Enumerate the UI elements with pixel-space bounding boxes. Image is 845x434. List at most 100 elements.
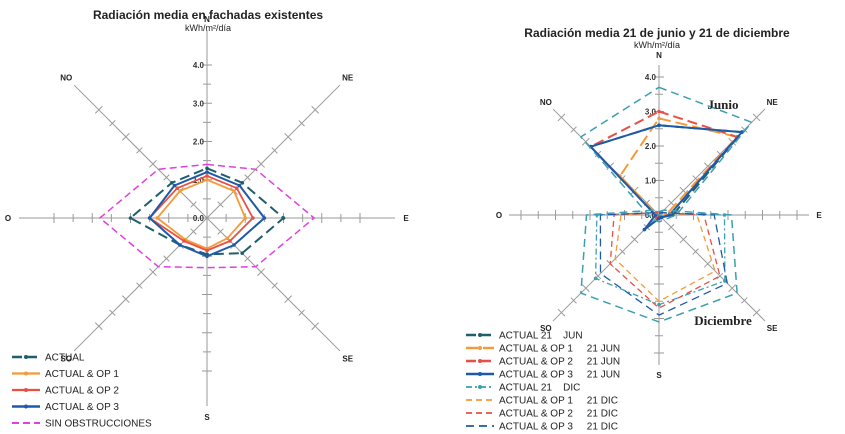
legend-label-sin-obstrucciones: SIN OBSTRUCCIONES xyxy=(45,419,152,430)
axis-tick-se xyxy=(703,259,712,268)
axis-tick-so xyxy=(630,235,639,244)
legend-label-actual-and-op-3-21-dic: ACTUAL & OP 3 21 DIC xyxy=(499,422,618,433)
data-point-actual-and-op-1 xyxy=(243,216,248,220)
legend-marker-actual-and-op-1 xyxy=(24,371,28,376)
axis-tick-no xyxy=(570,126,577,133)
legend-label-actual-and-op-3-21-jun: ACTUAL & OP 3 21 JUN xyxy=(499,370,620,381)
direction-label-s: S xyxy=(204,413,210,422)
axis-tick-no xyxy=(94,105,103,114)
legend-marker-actual-and-op-2 xyxy=(24,388,28,392)
axis-tick-so xyxy=(557,308,566,317)
series-line-actual-and-op-2-21-dic xyxy=(609,211,721,309)
data-point-actual-21-dic xyxy=(657,302,661,307)
direction-label-so: SO xyxy=(540,324,552,333)
data-point-actual-and-op-3 xyxy=(172,183,177,188)
axis-tick-ne xyxy=(752,113,761,122)
data-point-actual-and-op-3 xyxy=(147,216,152,220)
data-point-actual-and-op-3 xyxy=(237,183,242,188)
data-point-actual-21-dic xyxy=(593,276,598,281)
axis-tick-se xyxy=(741,297,748,304)
axis-tick-ne xyxy=(311,105,320,114)
radial-tick-label: 2.0 xyxy=(645,142,657,151)
direction-label-ne: NE xyxy=(342,73,354,82)
chart-right-title: Radiación media 21 de junio y 21 de dici… xyxy=(524,26,790,40)
data-point-actual-and-op-3 xyxy=(232,243,236,247)
data-point-actual-and-op-3-21-jun xyxy=(740,130,744,134)
axis-tick-so xyxy=(619,248,626,255)
data-point-actual-and-op-2 xyxy=(235,186,239,190)
axis-no xyxy=(73,84,208,219)
legend-label-actual-21-jun: ACTUAL 21 JUN xyxy=(499,331,583,342)
series-line-actual-and-op-3-21-dic xyxy=(599,211,728,316)
data-point-actual-and-op-2 xyxy=(182,239,186,243)
direction-label-no: NO xyxy=(60,73,72,82)
data-point-actual xyxy=(240,181,244,185)
axis-tick-se xyxy=(752,308,761,317)
radial-tick-label: 0.0 xyxy=(193,214,205,223)
series-line-outline-8 xyxy=(580,86,753,223)
axis-tick-ne xyxy=(217,201,224,208)
radial-tick-label: 3.0 xyxy=(193,99,205,108)
axis-tick-so xyxy=(190,228,197,235)
chart-left-subtitle: kWh/m²/día xyxy=(185,23,231,33)
direction-label-no: NO xyxy=(540,98,552,107)
axis-tick-ne xyxy=(668,199,675,206)
series-line-actual-and-op-1-21-dic xyxy=(614,211,716,302)
axis-tick-so xyxy=(149,268,157,276)
radial-tick-label: 0.0 xyxy=(645,211,657,220)
axis-tick-se xyxy=(668,224,675,231)
legend-marker-actual xyxy=(24,355,28,359)
chart-right: Radiación media 21 de junio y 21 de dici… xyxy=(466,26,822,433)
chart-right-subtitle: kWh/m²/día xyxy=(634,40,680,50)
legend-marker-actual-and-op-3 xyxy=(24,404,28,409)
axis-tick-ne xyxy=(244,174,251,181)
series-line-outline-9 xyxy=(580,209,738,323)
annotation-diciembre: Diciembre xyxy=(694,313,752,328)
axis-tick-se xyxy=(284,295,293,304)
data-point-actual-21-dic xyxy=(723,279,727,283)
legend-marker-actual-21-dic xyxy=(478,385,482,389)
legend-marker-actual-and-op-2-21-jun xyxy=(478,359,482,363)
axis-tick-ne xyxy=(298,120,305,127)
axis-tick-se xyxy=(298,309,305,316)
axis-ne xyxy=(658,108,766,216)
data-point-actual xyxy=(281,216,286,220)
legend-label-actual-and-op-2-21-jun: ACTUAL & OP 2 21 JUN xyxy=(499,357,620,368)
axis-tick-so xyxy=(163,255,170,262)
chart-right-legend: ACTUAL 21 JUN ACTUAL & OP 1 21 JUN ACTUAL … xyxy=(466,331,620,433)
axis-tick-ne xyxy=(741,126,748,133)
legend-marker-actual-21-jun xyxy=(478,333,482,337)
axis-tick-se xyxy=(716,272,724,280)
axis-tick-se xyxy=(679,235,688,244)
data-point-actual-and-op-3 xyxy=(205,254,209,259)
legend-label-actual-and-op-2-21-dic: ACTUAL & OP 2 21 DIC xyxy=(499,409,618,420)
radial-tick-label: 4.0 xyxy=(645,73,657,82)
legend-label-actual-and-op-1-21-jun: ACTUAL & OP 1 21 JUN xyxy=(499,344,620,355)
direction-label-o: O xyxy=(496,211,502,220)
data-point-actual-and-op-3-21-jun xyxy=(657,123,661,128)
direction-label-e: E xyxy=(403,214,409,223)
axis-ne xyxy=(206,84,341,219)
direction-label-n: N xyxy=(656,51,662,60)
axis-tick-no xyxy=(149,160,157,168)
direction-label-n: N xyxy=(204,15,210,24)
chart-left: Radiación media en fachadas existentes k… xyxy=(5,8,409,430)
axis-tick-no xyxy=(190,201,197,208)
data-point-actual-and-op-3-21-jun xyxy=(642,227,647,232)
axis-tick-se xyxy=(692,248,699,255)
axis-tick-ne xyxy=(284,132,293,141)
data-point-actual-and-op-1 xyxy=(178,189,182,193)
axis-tick-no xyxy=(109,120,116,127)
data-point-actual-and-op-1 xyxy=(205,178,209,182)
data-point-actual xyxy=(240,251,244,255)
data-point-actual-and-op-3 xyxy=(262,216,267,220)
legend-label-actual-and-op-1: ACTUAL & OP 1 xyxy=(45,369,119,380)
legend-label-actual: ACTUAL xyxy=(45,353,85,364)
axis-tick-so xyxy=(121,295,130,304)
data-point-actual-and-op-2 xyxy=(251,216,255,220)
data-point-actual-and-op-2-21-jun xyxy=(657,109,661,114)
axis-tick-no xyxy=(163,174,170,181)
